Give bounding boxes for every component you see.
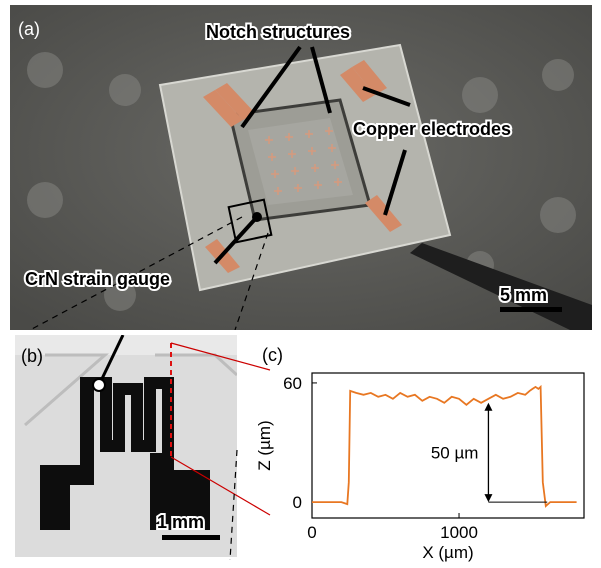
pointer-line (97, 334, 125, 386)
height-annotation: 50 µm (431, 402, 548, 503)
device-photo (10, 5, 592, 331)
scalebar-a (500, 307, 562, 312)
gauge-marker-dot (252, 212, 262, 222)
x-axis-label: X (µm) (422, 543, 473, 562)
panel-a-photo: (a) Notch structures Copper electrodes C… (10, 5, 592, 331)
gauge-pointer-dot (92, 378, 106, 392)
annotation-crn: CrN strain gauge (25, 269, 170, 289)
x-tick-label: 1000 (440, 523, 478, 542)
gauge-highlight-box (227, 198, 273, 244)
panel-a-text: (a) Notch structures Copper electrodes C… (18, 19, 549, 307)
y-tick-label: 0 (293, 493, 302, 512)
x-tick-label: 0 (307, 523, 316, 542)
plot-frame (311, 372, 585, 519)
annotation-copper: Copper electrodes (353, 119, 511, 139)
panel-c-chart: (c) 0 1000 0 60 50 µm X (µm) Z (µm) (240, 335, 595, 563)
axis-ticks: 0 1000 0 60 (283, 374, 478, 542)
annotation-arrowhead-up (484, 402, 493, 411)
panel-b-micrograph: (b) 1 mm (15, 334, 239, 557)
panel-b-text: (b) 1 mm (21, 346, 206, 534)
annotation-arrowhead-down (484, 494, 493, 503)
annotation-label: 50 µm (431, 443, 479, 462)
panel-c-label: (c) (262, 345, 283, 365)
scalebar-b-label: 1 mm (157, 512, 204, 532)
membrane (248, 118, 353, 205)
panel-b-label: (b) (21, 346, 43, 366)
background-pattern (27, 52, 576, 311)
profile-chart-svg: (c) 0 1000 0 60 50 µm X (µm) Z (µm) (255, 345, 585, 562)
panel-a-label: (a) (18, 19, 40, 39)
annotation-lines (213, 45, 411, 265)
y-axis-label: Z (µm) (255, 420, 274, 470)
annotation-notch: Notch structures (206, 22, 350, 42)
profile-series-line (312, 384, 577, 508)
cross-markers (265, 127, 342, 195)
scalebar-a-label: 5 mm (500, 285, 547, 305)
scalebar-b (162, 535, 220, 540)
zoom-line-left (29, 216, 243, 331)
y-tick-label: 60 (283, 374, 302, 393)
